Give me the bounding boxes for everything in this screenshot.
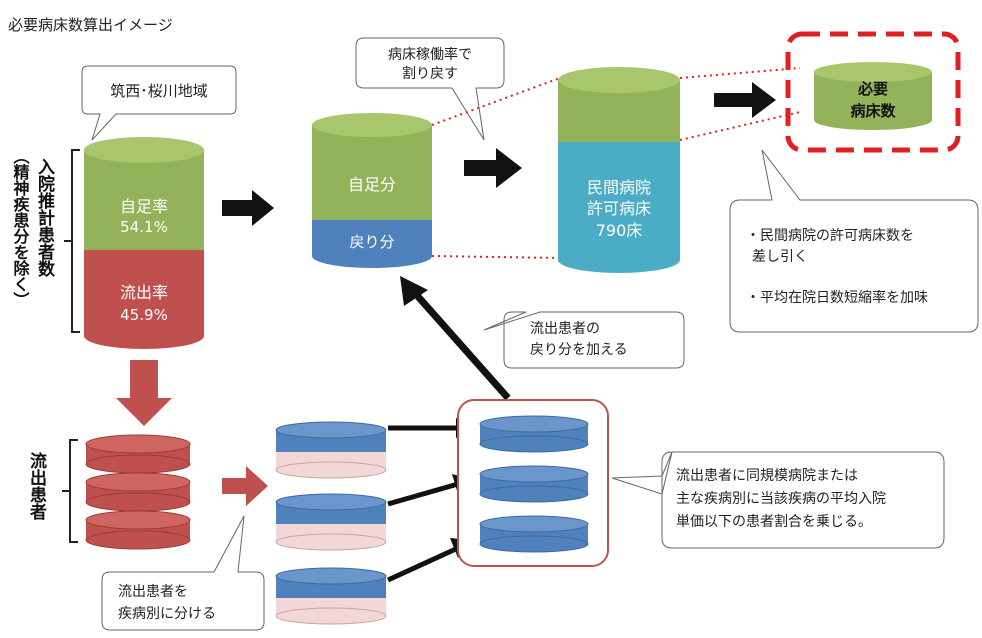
- deduction-callout: ・民間病院の許可病床数を 差し引く ・平均在院日数短縮率を加味: [729, 149, 979, 333]
- self-share-label: 自足分: [348, 175, 396, 194]
- occupancy-callout-line2: 割り戻す: [402, 65, 458, 82]
- return-callout-line1: 流出患者の: [530, 321, 600, 337]
- arrow-to-center: [222, 190, 274, 226]
- private-hospital-line3: 790床: [596, 221, 643, 240]
- self-rate-value: 54.1%: [120, 218, 168, 236]
- private-hospital-line1: 民間病院: [587, 178, 651, 197]
- ratio-callout-line2: 主な疾病別に当該疾病の平均入院: [676, 491, 886, 507]
- required-line1: 必要: [857, 80, 888, 98]
- outflow-bracket: [62, 439, 78, 543]
- deduction-line2: 差し引く: [752, 249, 808, 265]
- return-share-label: 戻り分: [349, 233, 394, 251]
- ratio-callout: 流出患者に同規模病院または 主な疾病別に当該疾病の平均入院 単価以下の患者割合を…: [611, 451, 945, 549]
- private-hospital-cylinder: 民間病院 許可病床 790床: [558, 67, 680, 273]
- split-callout-line1: 流出患者を: [118, 584, 188, 600]
- center-cylinder: 自足分 戻り分: [312, 113, 432, 268]
- dotted-connectors: [431, 67, 801, 259]
- occupancy-callout-line1: 病床稼働率で: [388, 46, 472, 63]
- outflow-rate-label: 流出率: [120, 283, 168, 302]
- return-arrow: [400, 276, 511, 401]
- deduction-line3: ・平均在院日数短縮率を加味: [746, 289, 928, 306]
- arrow-to-private: [464, 148, 522, 188]
- vertical-label-paren: （精神疾患分を除く）: [11, 148, 30, 308]
- deduction-line1: ・民間病院の許可病床数を: [746, 228, 914, 244]
- area-callout: 筑西･桜川地域: [81, 65, 237, 141]
- required-line2: 病床数: [850, 102, 896, 120]
- occupancy-callout: 病床稼働率で 割り戻す: [355, 37, 505, 141]
- selected-box: [457, 399, 609, 567]
- private-hospital-line2: 許可病床: [587, 199, 651, 218]
- required-beds: 必要 病床数: [785, 31, 961, 153]
- self-rate-label: 自足率: [120, 197, 168, 216]
- left-bracket: [64, 149, 80, 333]
- disease-arrows: [386, 425, 460, 583]
- page-title: 必要病床数算出イメージ: [8, 16, 173, 34]
- inpatient-cylinder: 自足率 54.1% 流出率 45.9%: [84, 137, 204, 349]
- arrow-down-outflow: [116, 360, 172, 426]
- return-callout: 流出患者の 戻り分を加える: [483, 311, 685, 369]
- ratio-callout-line3: 単価以下の患者割合を乗じる。: [676, 513, 872, 530]
- area-callout-text: 筑西･桜川地域: [110, 82, 208, 100]
- ratio-callout-line1: 流出患者に同規模病院または: [676, 468, 858, 484]
- split-callout-line2: 疾病別に分ける: [118, 606, 216, 622]
- arrow-split: [222, 466, 268, 506]
- vertical-label-inpatients: 入院推計患者数 （精神疾患分を除く）: [11, 148, 56, 308]
- outflow-stack: [85, 434, 191, 550]
- disease-discs: [275, 421, 387, 625]
- vertical-label-main: 入院推計患者数: [34, 158, 56, 278]
- split-callout: 流出患者を 疾病別に分ける: [101, 515, 265, 631]
- outflow-rate-value: 45.9%: [120, 306, 168, 324]
- arrow-to-required: [714, 82, 776, 118]
- return-callout-line2: 戻り分を加える: [530, 342, 628, 358]
- outflow-patients-label: 流出患者: [26, 451, 48, 521]
